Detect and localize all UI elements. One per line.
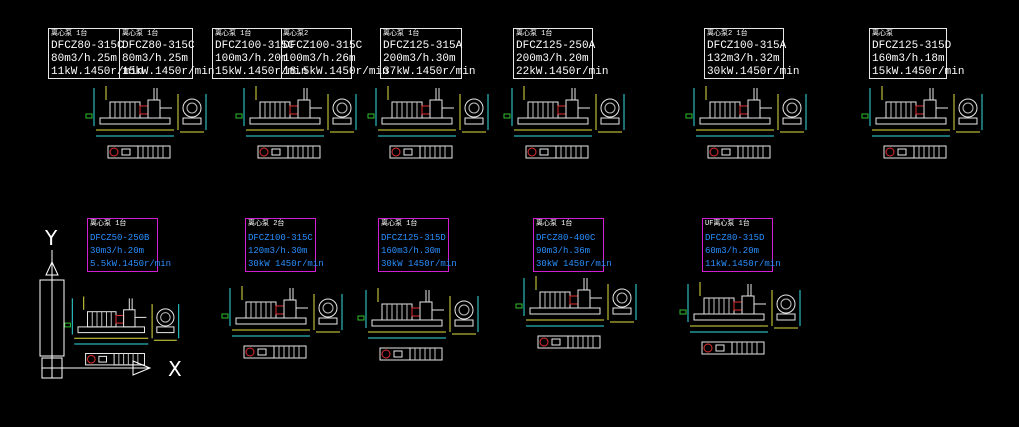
spec-model: DFCZ100-315A [707, 40, 787, 52]
ucs-y-arrow [45, 260, 59, 276]
spec-power: 11kW.1450r/min [51, 66, 144, 78]
spec-model: DFCZ100-315C [248, 233, 313, 243]
spec-power: 30kW 1450r/min [536, 259, 612, 269]
spec-flow: 132m3/h.32m [707, 53, 780, 65]
spec-flow: 160m3/h.30m [381, 246, 441, 256]
spec-flow: 200m3/h.20m [516, 53, 589, 65]
ucs-x-label: X [168, 357, 182, 381]
spec-title: 离心泵 1台 [381, 220, 418, 228]
spec-title: 离心泵 1台 [215, 30, 252, 38]
ucs-x-arrow [132, 360, 152, 376]
spec-title: 离心泵 2台 [248, 220, 285, 228]
spec-box-top-5[interactable]: 离心泵2 1台 DFCZ100-315A 132m3/h.32m 30kW.14… [704, 28, 799, 79]
spec-power: 5.5kW.1450r/min [90, 259, 172, 269]
spec-model: DFCZ80-315C [51, 40, 124, 52]
spec-power: 18.5kW.1450r/min [283, 66, 389, 78]
spec-flow: 80m3/h.25m [51, 53, 118, 65]
spec-box-top-2[interactable]: 离心泵 1台 DFCZ100-315C 100m3/h.20m 15kW.145… [212, 28, 389, 79]
spec-box-bottom-3[interactable]: 离心泵 1台 DFCZ125-315D 160m3/h.30m 30kW 145… [378, 218, 457, 272]
spec-model: DFCZ80-400C [536, 233, 596, 243]
spec-model: DFCZ80-315C [122, 40, 195, 52]
spec-box-top-6[interactable]: 离心泵 DFCZ125-315D 160m3/h.18m 15kW.1450r/… [869, 28, 964, 79]
spec-model: DFCZ50-250B [90, 233, 150, 243]
spec-box-top-4[interactable]: 离心泵 1台 DFCZ125-250A 200m3/h.20m 22kW.145… [513, 28, 608, 79]
spec-flow: 30m3/h.20m [90, 246, 145, 256]
spec-box-bottom-5[interactable]: UF离心泵 1台 DFCZ80-315D 60m3/h.20m 11kW.145… [702, 218, 781, 272]
spec-power: 22kW.1450r/min [516, 66, 609, 78]
spec-flow: 200m3/h.30m [383, 53, 456, 65]
spec-power: 37kW.1450r/min [383, 66, 476, 78]
spec-flow: 120m3/h.30m [248, 246, 308, 256]
spec-box-top-3[interactable]: 离心泵 1台 DFCZ125-315A 200m3/h.30m 37kW.145… [380, 28, 475, 79]
spec-title: 离心泵2 [283, 30, 309, 38]
spec-model: DFCZ125-315A [383, 40, 463, 52]
spec-power: 30kW.1450r/min [707, 66, 800, 78]
spec-box-bottom-4[interactable]: 离心泵 1台 DFCZ80-400C 90m3/h.36m 30kW 1450r… [533, 218, 612, 272]
spec-title: 离心泵 1台 [516, 30, 553, 38]
spec-title: 离心泵 1台 [90, 220, 127, 228]
spec-power: 30kW 1450r/min [248, 259, 324, 269]
spec-flow: 90m3/h.36m [536, 246, 591, 256]
spec-flow: 160m3/h.18m [872, 53, 945, 65]
spec-title: 离心泵 1台 [383, 30, 420, 38]
spec-model: DFCZ80-315D [705, 233, 765, 243]
spec-box-bottom-1[interactable]: 离心泵 1台 DFCZ50-250B 30m3/h.20m 5.5kW.1450… [87, 218, 171, 272]
spec-power: 30kW 1450r/min [381, 259, 457, 269]
spec-title: 离心泵 [872, 30, 893, 38]
spec-power: 15kW.1450r/min [872, 66, 965, 78]
spec-divider [119, 29, 120, 78]
spec-title: 离心泵 1台 [122, 30, 159, 38]
spec-power: 15kW.1450r/min [215, 66, 308, 78]
spec-model: DFCZ125-315D [872, 40, 952, 52]
spec-flow: 60m3/h.20m [705, 246, 760, 256]
spec-box-top-1[interactable]: 离心泵 1台 DFCZ80-315C 80m3/h.25m 11kW.1450r… [48, 28, 214, 79]
spec-model: DFCZ100-315C [215, 40, 295, 52]
spec-power: 11kW.1450r/min [705, 259, 781, 269]
spec-model: DFCZ125-315D [381, 233, 446, 243]
spec-flow: 100m3/h.26m [283, 53, 356, 65]
spec-title: 离心泵2 1台 [707, 30, 748, 38]
spec-power: 15kW.1450r/min [122, 66, 215, 78]
spec-title: 离心泵 1台 [51, 30, 88, 38]
spec-divider [281, 29, 282, 78]
spec-title: UF离心泵 1台 [705, 220, 750, 228]
spec-flow: 80m3/h.25m [122, 53, 189, 65]
spec-box-bottom-2[interactable]: 离心泵 2台 DFCZ100-315C 120m3/h.30m 30kW 145… [245, 218, 324, 272]
spec-model: DFCZ100-315C [283, 40, 363, 52]
ucs-y-label: Y [44, 226, 58, 250]
spec-model: DFCZ125-250A [516, 40, 596, 52]
spec-title: 离心泵 1台 [536, 220, 573, 228]
spec-flow: 100m3/h.20m [215, 53, 288, 65]
